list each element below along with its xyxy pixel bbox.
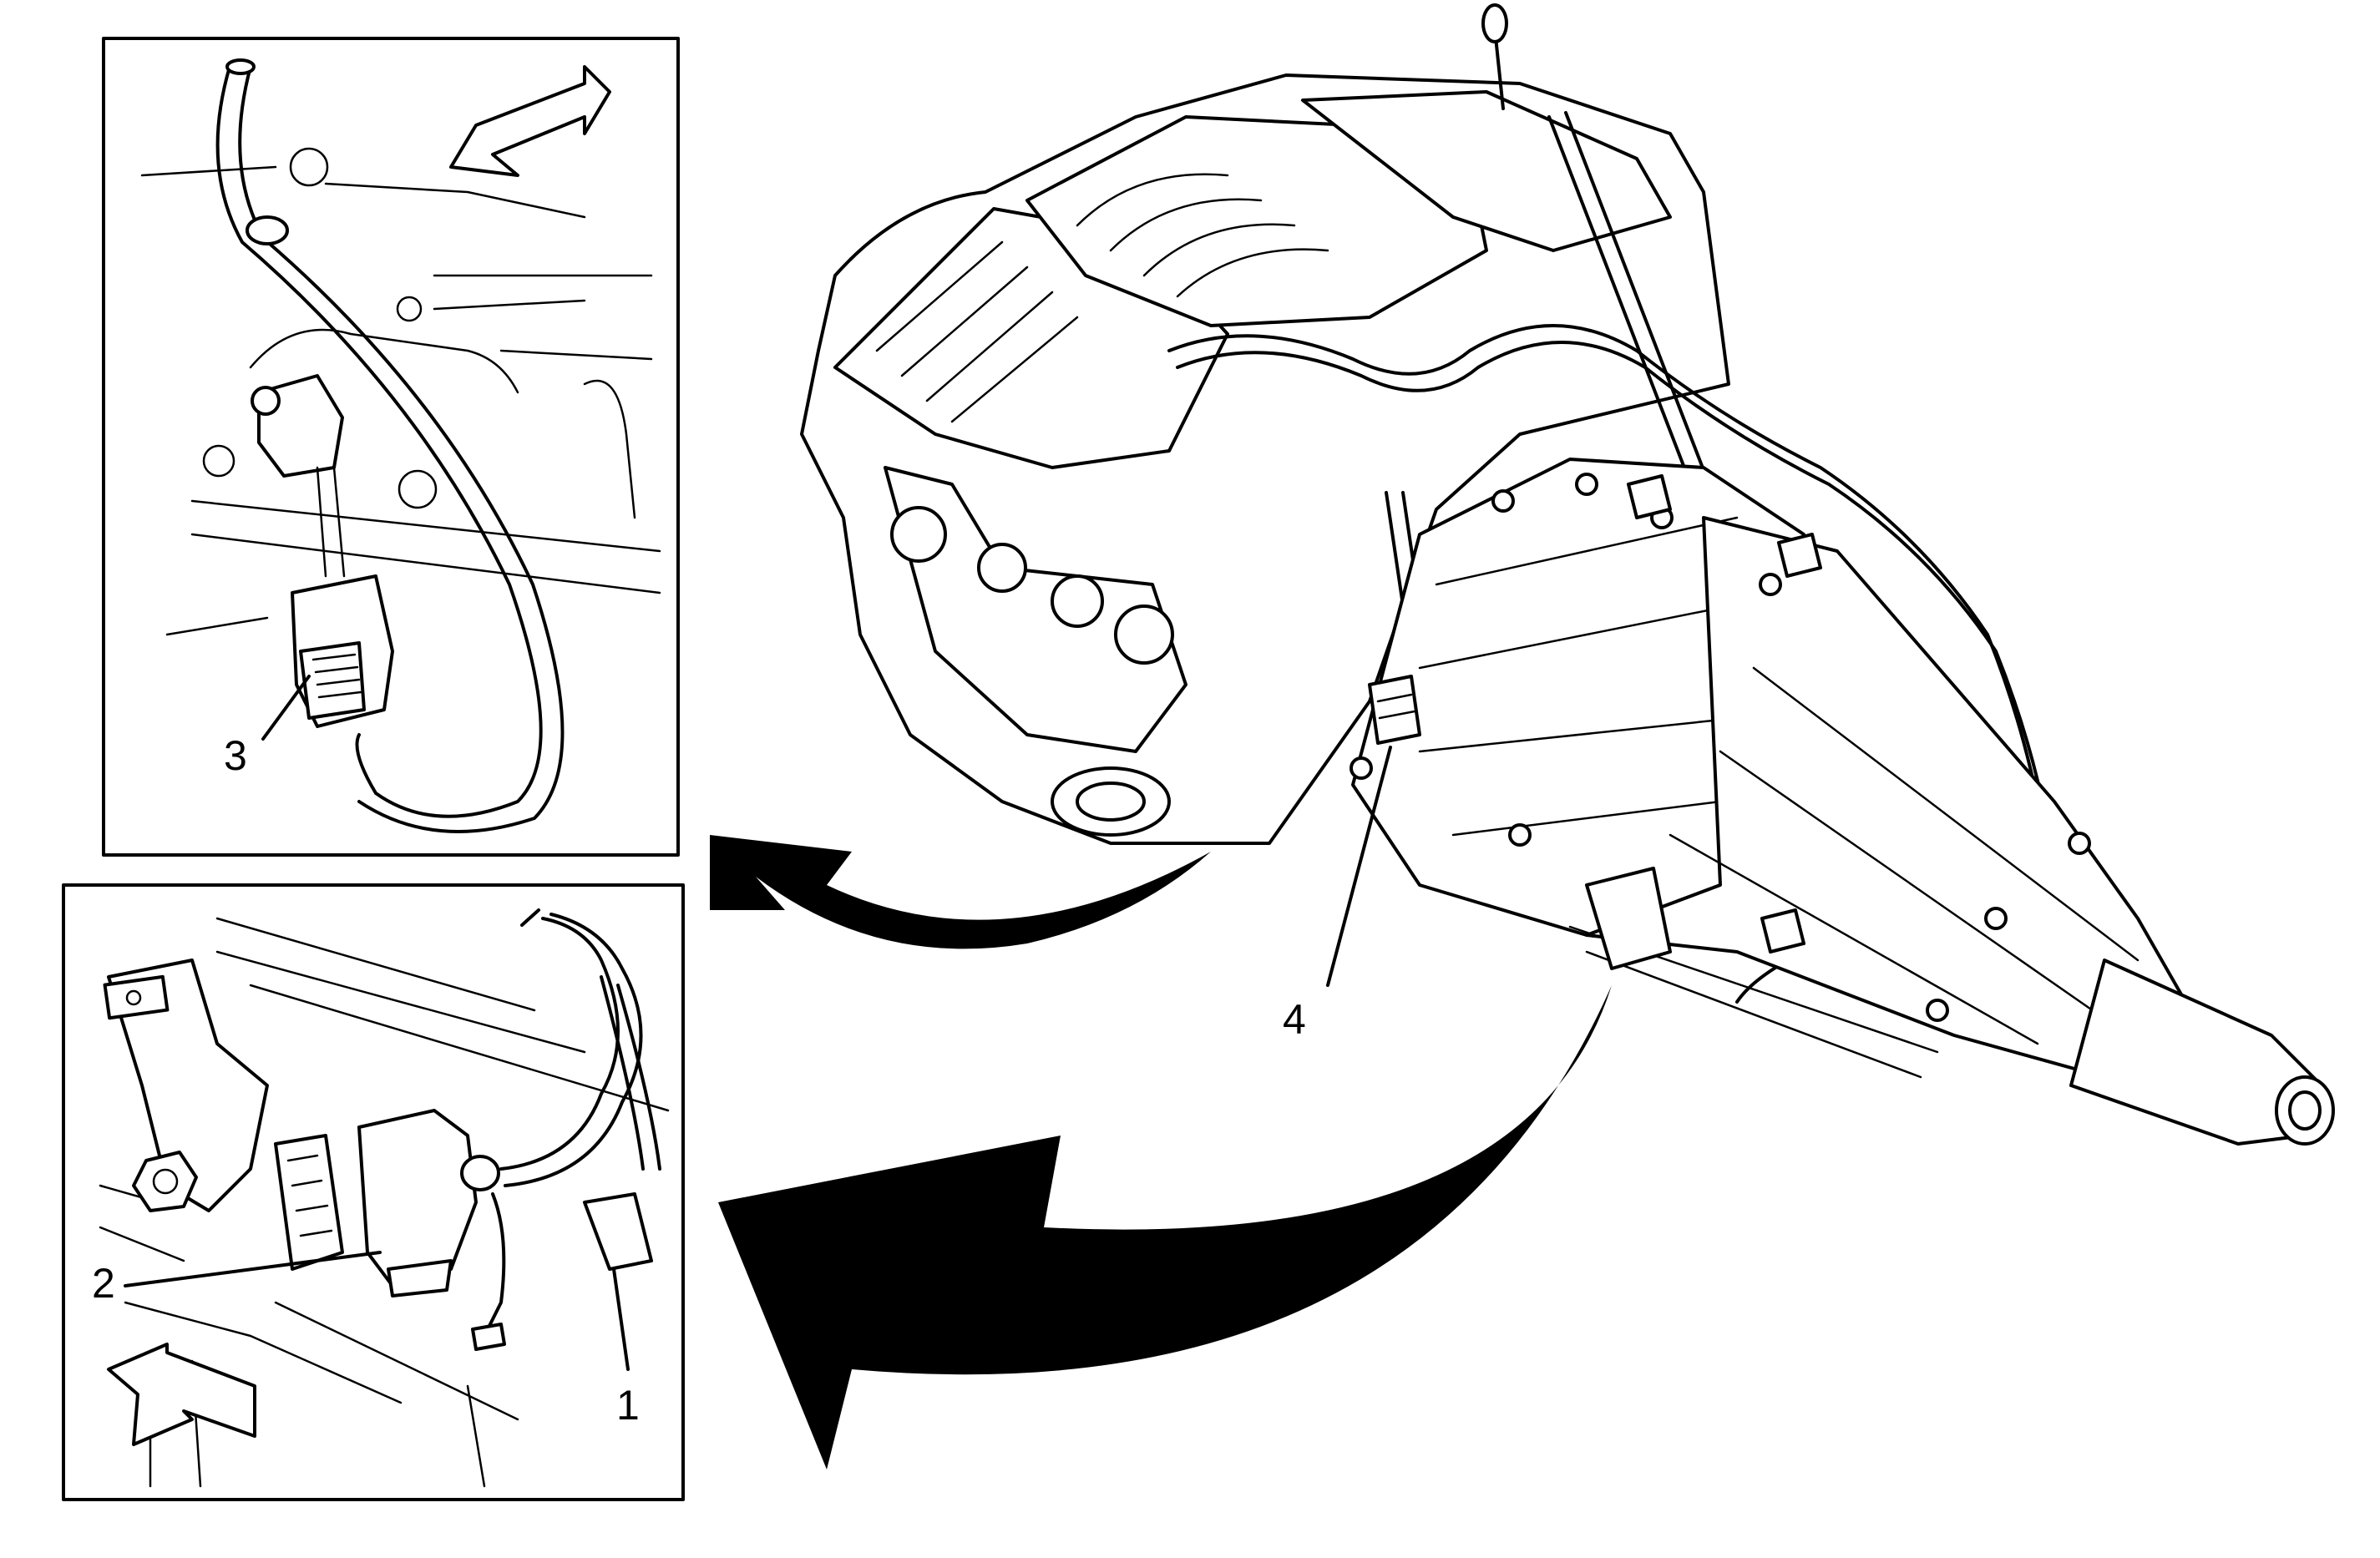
callout-2: 2 [92, 1260, 115, 1307]
pointer-arrow-lower [718, 985, 1612, 1469]
callout-1: 1 [616, 1382, 640, 1429]
transmission-assembly: 4 [1283, 458, 2335, 1146]
detail-view-upper: 3 [102, 37, 680, 857]
callout-4: 4 [1283, 996, 1306, 1043]
callout-3: 3 [224, 732, 247, 779]
detail-view-lower: 2 1 [62, 883, 685, 1501]
pointer-arrow-upper [710, 835, 1211, 949]
engine-assembly [800, 3, 2048, 1004]
